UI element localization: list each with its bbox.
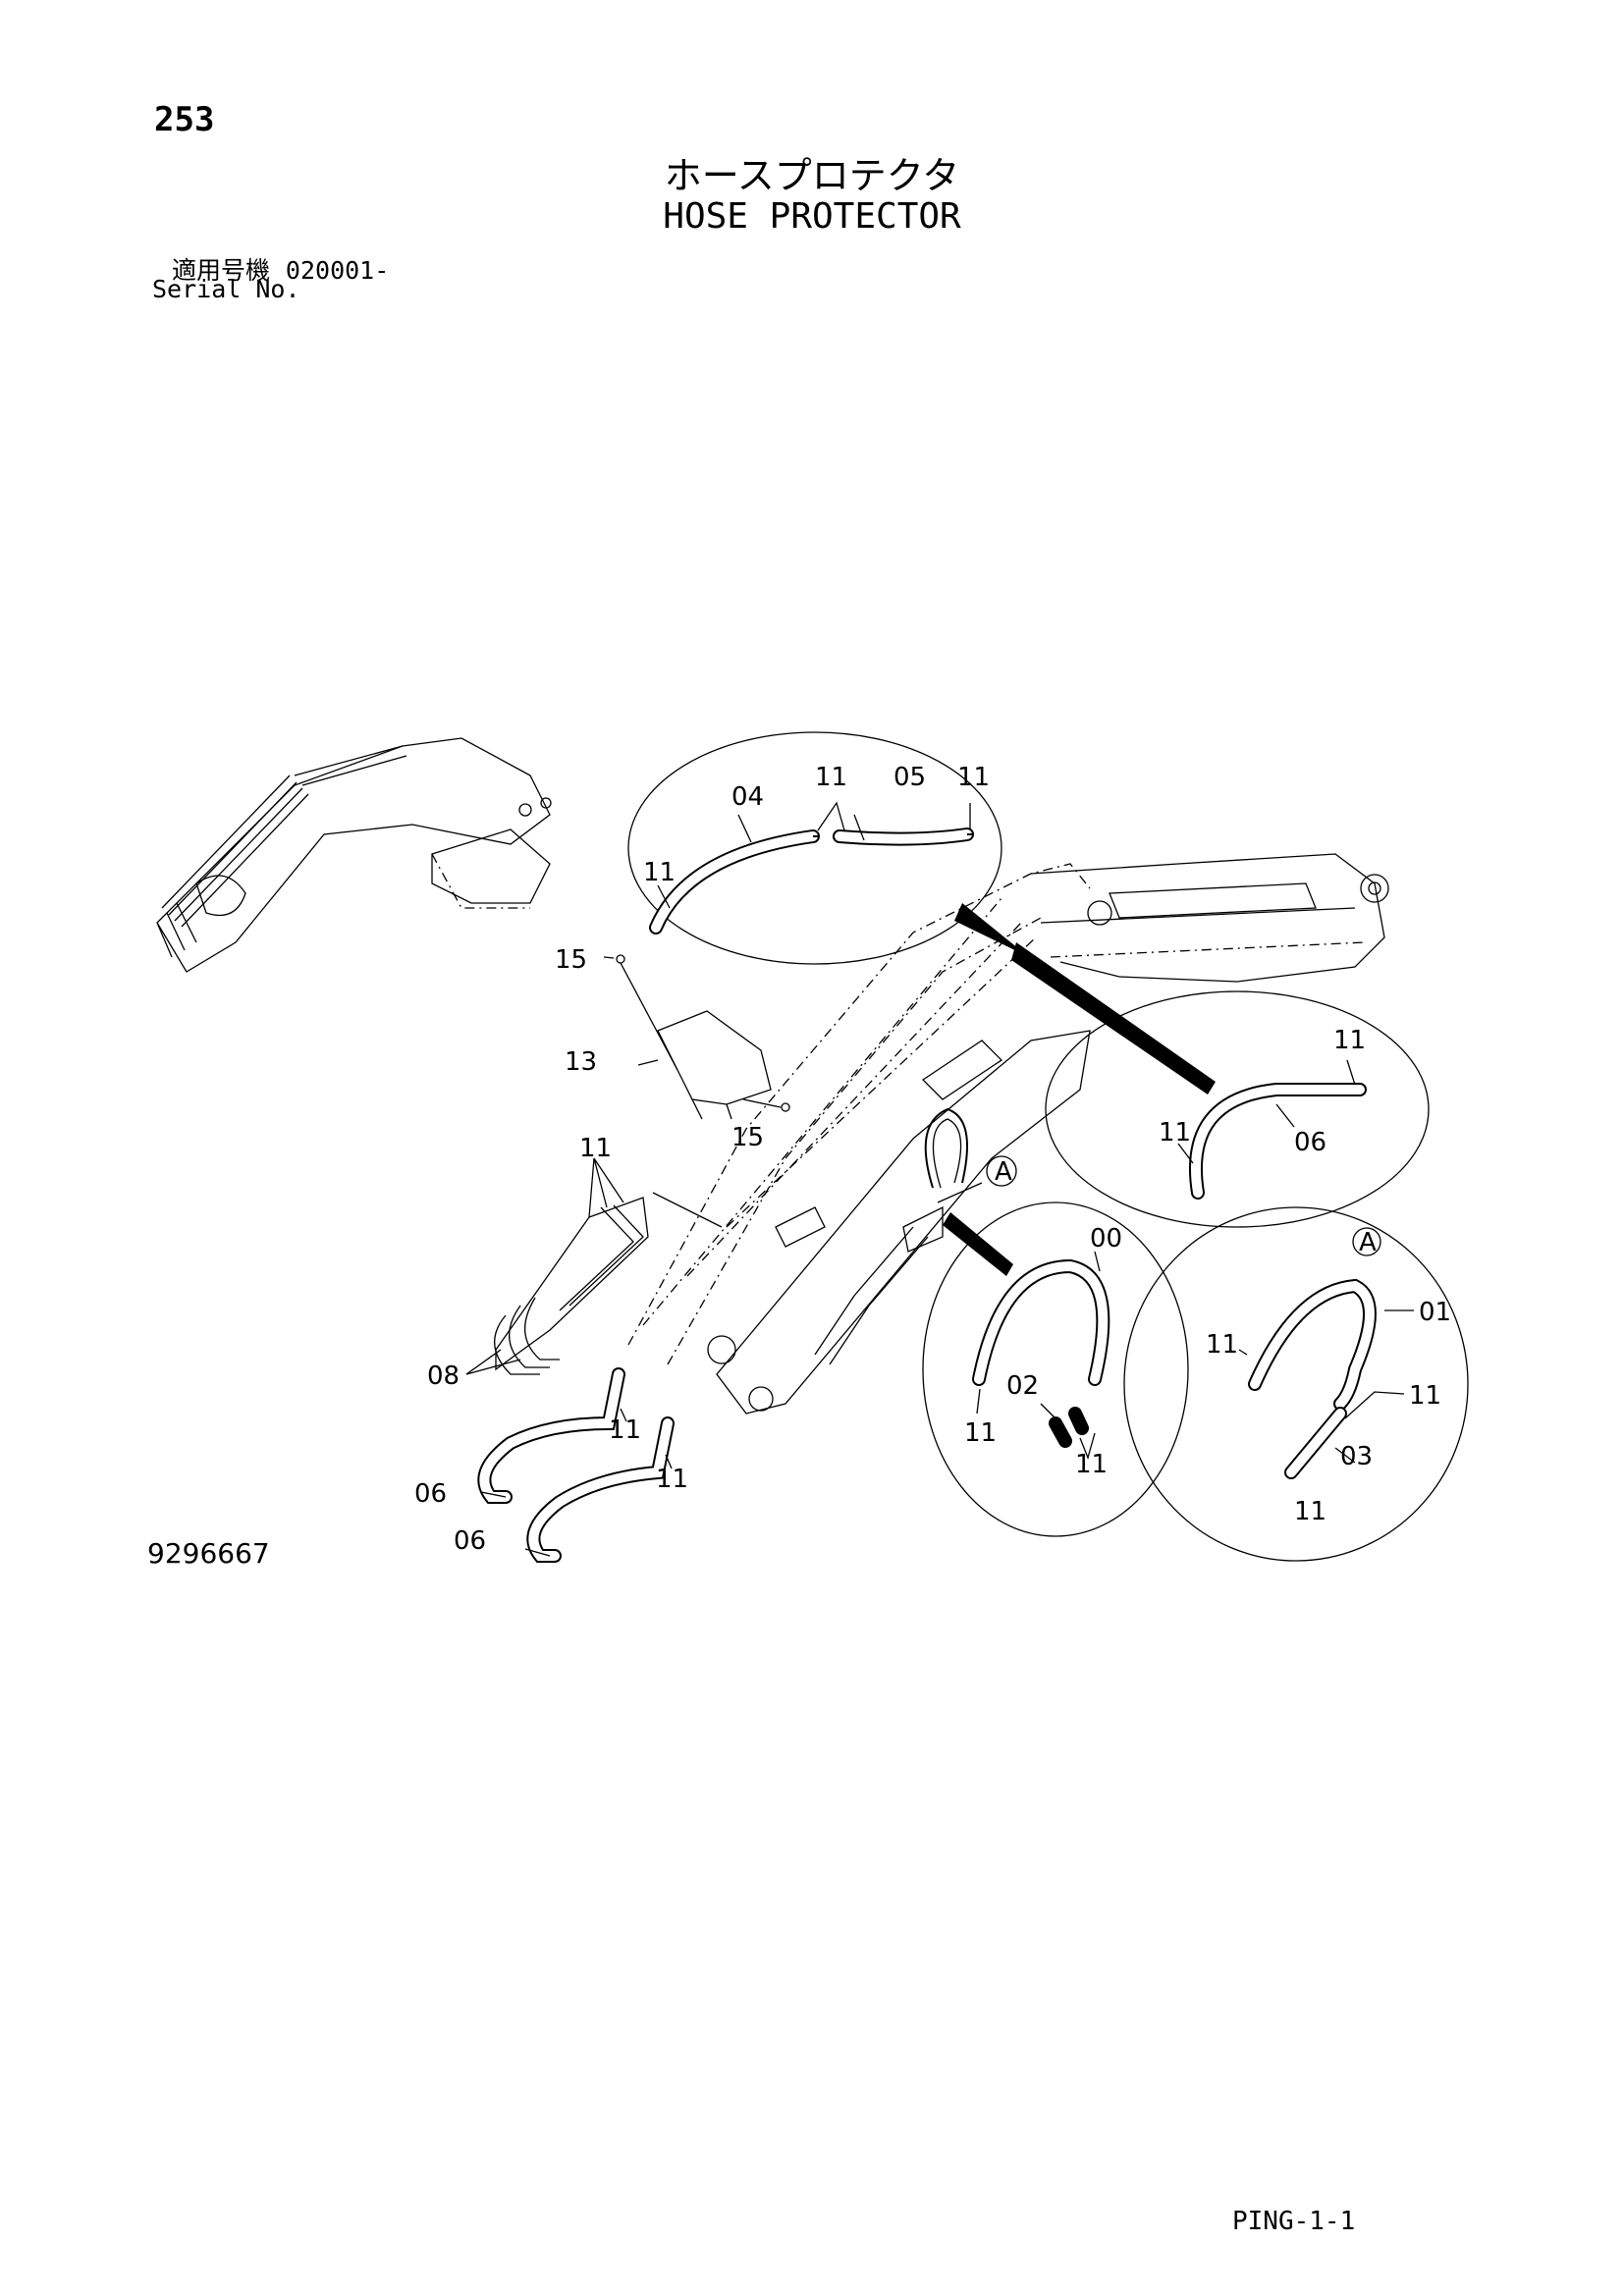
callout-11: 11 xyxy=(609,1415,641,1445)
callout-15: 15 xyxy=(731,1123,764,1152)
excavator-overview-sketch xyxy=(156,737,552,973)
callout-11: 11 xyxy=(1294,1497,1326,1526)
marker-a-circle xyxy=(986,1155,1017,1187)
serial-label-japanese: 適用号機 xyxy=(172,256,271,285)
lower-hoses-06 xyxy=(477,1367,675,1563)
serial-label-english: Serial No. xyxy=(152,275,300,303)
callout-06: 06 xyxy=(454,1526,486,1556)
hose-protector-cover xyxy=(603,954,790,1120)
callout-11: 11 xyxy=(964,1418,997,1448)
leader-to-detail-00 xyxy=(943,1212,1013,1276)
footer-page-code: PING-1-1 xyxy=(1232,2207,1356,2236)
detail-a-label: A xyxy=(1359,1228,1377,1257)
detail-circle-a-hoses-01-03 xyxy=(1123,1206,1469,1562)
detail-circle-hose-06 xyxy=(1045,990,1430,1228)
callout-03: 03 xyxy=(1340,1442,1373,1471)
callout-11: 11 xyxy=(957,763,990,792)
callout-04: 04 xyxy=(731,782,764,812)
marker-a-label: A xyxy=(995,1157,1012,1187)
callout-11: 11 xyxy=(1333,1026,1366,1055)
callout-06: 06 xyxy=(414,1479,447,1509)
callout-00: 00 xyxy=(1090,1224,1122,1254)
callout-13: 13 xyxy=(565,1047,597,1077)
leader-to-marker-a xyxy=(937,1182,983,1203)
callout-01: 01 xyxy=(1419,1298,1451,1327)
callout-11: 11 xyxy=(1206,1330,1238,1360)
callout-11: 11 xyxy=(1409,1381,1441,1411)
callout-11: 11 xyxy=(815,763,847,792)
callout-11: 11 xyxy=(1075,1450,1108,1479)
hose-bundle-08 xyxy=(465,1157,723,1375)
detail-circle-hoses-04-05 xyxy=(627,731,1002,965)
callout-11: 11 xyxy=(643,858,676,887)
callout-11: 11 xyxy=(1159,1118,1191,1148)
callout-06: 06 xyxy=(1294,1128,1326,1157)
callout-02: 02 xyxy=(1006,1371,1039,1401)
leader-to-detail-04-05 xyxy=(954,903,1029,957)
serial-value: 020001- xyxy=(285,256,390,285)
serial-applicability: 適用号機 020001- xyxy=(172,251,389,287)
drawing-number: 9296667 xyxy=(147,1537,270,1570)
callout-05: 05 xyxy=(893,763,926,792)
page-title-english: HOSE PROTECTOR xyxy=(663,196,961,237)
callout-08: 08 xyxy=(427,1362,460,1391)
leader-to-detail-06 xyxy=(1011,942,1216,1095)
callout-11: 11 xyxy=(656,1465,688,1494)
callout-15: 15 xyxy=(555,945,587,975)
page-title-japanese: ホースプロテクタ xyxy=(664,154,960,197)
page-number: 253 xyxy=(154,100,215,139)
detail-circle-hose-00 xyxy=(922,1201,1189,1537)
callout-11: 11 xyxy=(579,1134,612,1163)
boom-arm-assembly xyxy=(627,853,1389,1415)
